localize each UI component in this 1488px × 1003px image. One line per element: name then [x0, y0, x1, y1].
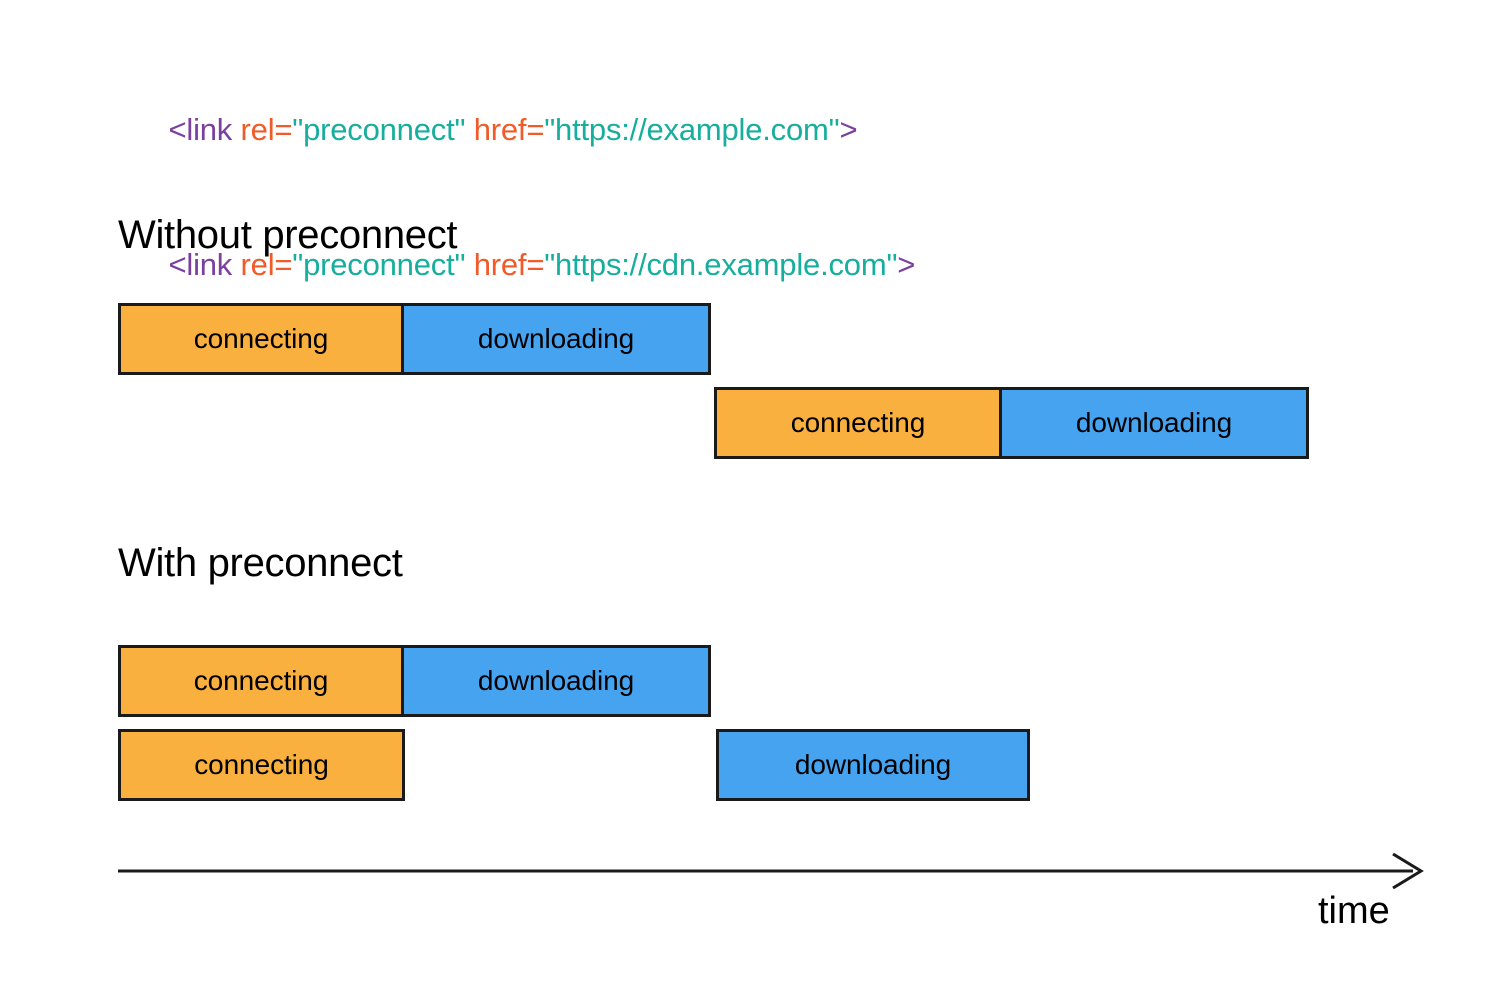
code-token-value-rel: "preconnect" [292, 247, 466, 282]
section-title-with-preconnect: With preconnect [118, 541, 403, 585]
code-line: <link rel="preconnect" href="https://exa… [118, 62, 1318, 197]
code-token-space [465, 247, 473, 282]
code-token-attr-rel: rel= [240, 112, 293, 147]
code-token-tag-close: > [897, 247, 916, 282]
bar-connecting: connecting [118, 645, 404, 717]
code-token-attr-href: href= [473, 112, 545, 147]
bar-downloading: downloading [999, 387, 1309, 459]
section-title-without-preconnect: Without preconnect [118, 213, 458, 257]
code-line: <link rel="preconnect" href="https://cdn… [118, 197, 1318, 332]
bar-downloading: downloading [401, 645, 711, 717]
code-token-value-href: "https://cdn.example.com" [544, 247, 898, 282]
bar-downloading: downloading [401, 303, 711, 375]
code-token-tag-open: <link [168, 112, 241, 147]
code-token-value-href: "https://example.com" [544, 112, 840, 147]
code-token-value-rel: "preconnect" [292, 112, 466, 147]
code-token-tag-open: <link [168, 247, 241, 282]
code-token-attr-href: href= [473, 247, 545, 282]
code-token-attr-rel: rel= [240, 247, 293, 282]
time-axis-arrow-icon [118, 852, 1424, 890]
code-token-space [465, 112, 473, 147]
bar-connecting: connecting [118, 729, 405, 801]
time-axis-label: time [1318, 890, 1390, 932]
code-snippet: <link rel="preconnect" href="https://exa… [118, 62, 1318, 332]
time-axis [118, 852, 1424, 890]
bar-connecting: connecting [118, 303, 404, 375]
bar-downloading: downloading [716, 729, 1030, 801]
bar-connecting: connecting [714, 387, 1002, 459]
code-token-tag-close: > [839, 112, 858, 147]
